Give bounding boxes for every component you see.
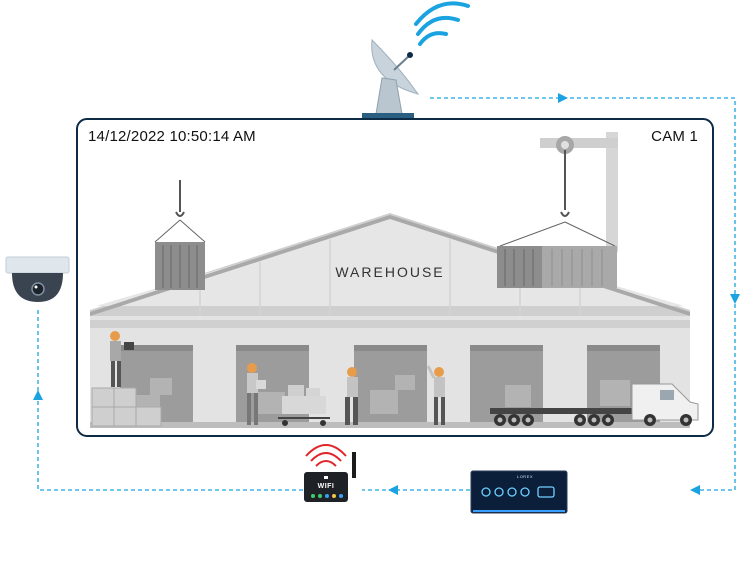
router-label: WIFI xyxy=(317,483,335,490)
connection-arrows xyxy=(33,93,740,495)
camera-label: CAM 1 xyxy=(651,128,698,145)
arrow-down xyxy=(730,294,740,304)
warehouse-scene xyxy=(90,132,699,428)
warehouse-label: WAREHOUSE xyxy=(335,264,445,280)
arrow-right xyxy=(558,93,568,103)
hanging-container-left xyxy=(154,180,206,290)
worker-figures xyxy=(110,331,445,426)
crate-stack xyxy=(91,387,162,427)
link-router-to-camera xyxy=(37,307,303,491)
arrow-up xyxy=(33,390,43,400)
crane xyxy=(497,132,618,288)
wifi-router-icon xyxy=(304,444,356,502)
truck xyxy=(490,383,699,426)
arrow-left xyxy=(690,485,700,495)
satellite-dish-icon xyxy=(362,1,470,119)
dome-camera-icon xyxy=(5,256,70,302)
timestamp: 14/12/2022 10:50:14 AM xyxy=(88,128,256,145)
arrow-left xyxy=(388,485,398,495)
nvr-recorder-icon xyxy=(470,470,568,514)
nvr-brand: LOREX xyxy=(516,474,534,479)
